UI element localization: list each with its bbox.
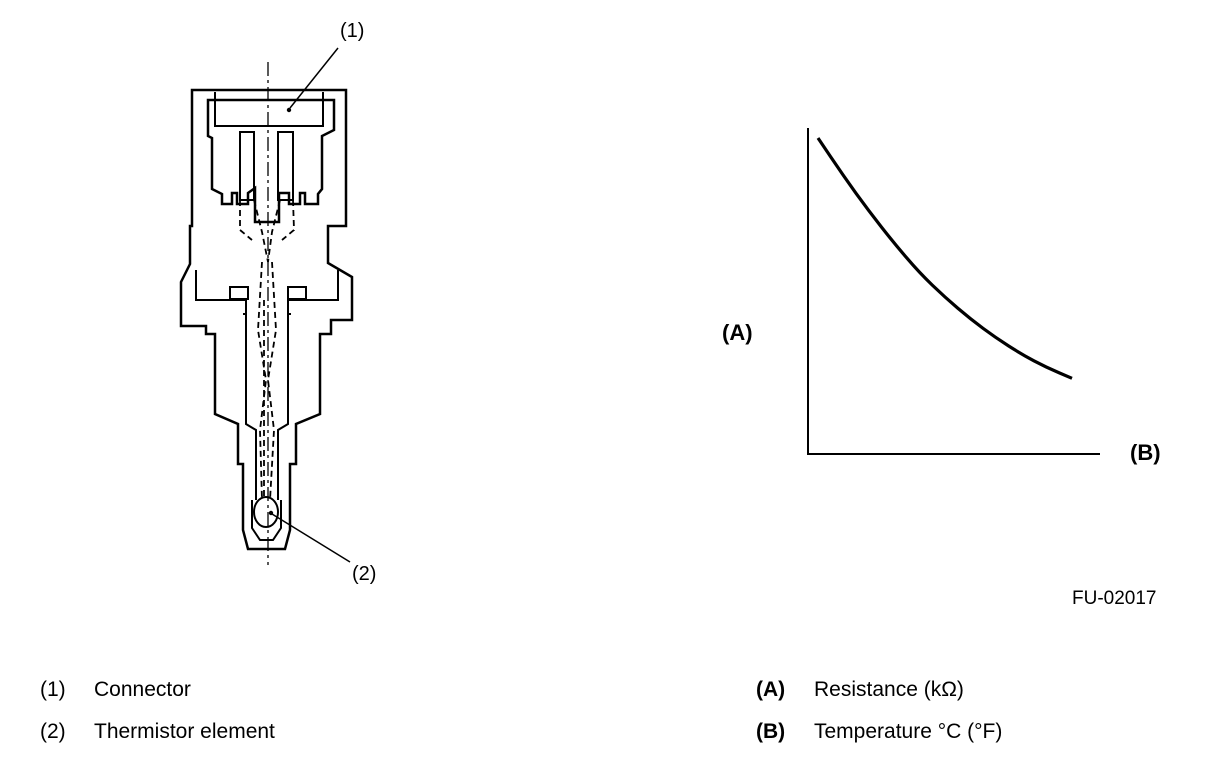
- leader-line-2: [271, 513, 351, 563]
- x-axis-label: (B): [1130, 440, 1161, 465]
- legend-item-resistance: (A) Resistance (kΩ): [756, 678, 964, 702]
- figure-code: FU-02017: [1072, 588, 1157, 609]
- legend-key: (2): [40, 720, 66, 743]
- legend-item-temperature: (B) Temperature °C (°F): [756, 720, 1002, 744]
- legend-text: Thermistor element: [94, 720, 275, 743]
- callout-label-2: (2): [352, 563, 377, 585]
- legend-item-thermistor: (2) Thermistor element: [40, 720, 275, 744]
- internal-wires: [239, 199, 295, 501]
- legend-key: (1): [40, 678, 66, 701]
- thermistor-element: [253, 496, 279, 528]
- legend-key: (A): [756, 678, 786, 701]
- legend-text: Temperature °C (°F): [814, 720, 1003, 743]
- resistance-curve: [816, 137, 1073, 380]
- y-axis-label: (A): [722, 320, 753, 345]
- legend-item-connector: (1) Connector: [40, 678, 191, 702]
- sensor-drawing: [179, 47, 1100, 565]
- connector-housing: [206, 98, 336, 224]
- leader-line-1: [289, 47, 339, 109]
- legend-text: Connector: [94, 678, 191, 701]
- legend-text: Resistance (kΩ): [814, 678, 964, 701]
- sensor-body-outline: [179, 88, 354, 551]
- figure: (1) (2) (A) (B) FU-02017: [179, 20, 1161, 609]
- legend-key: (B): [756, 720, 786, 743]
- terminal-pin-right: [277, 131, 294, 201]
- callout-label-1: (1): [340, 20, 365, 42]
